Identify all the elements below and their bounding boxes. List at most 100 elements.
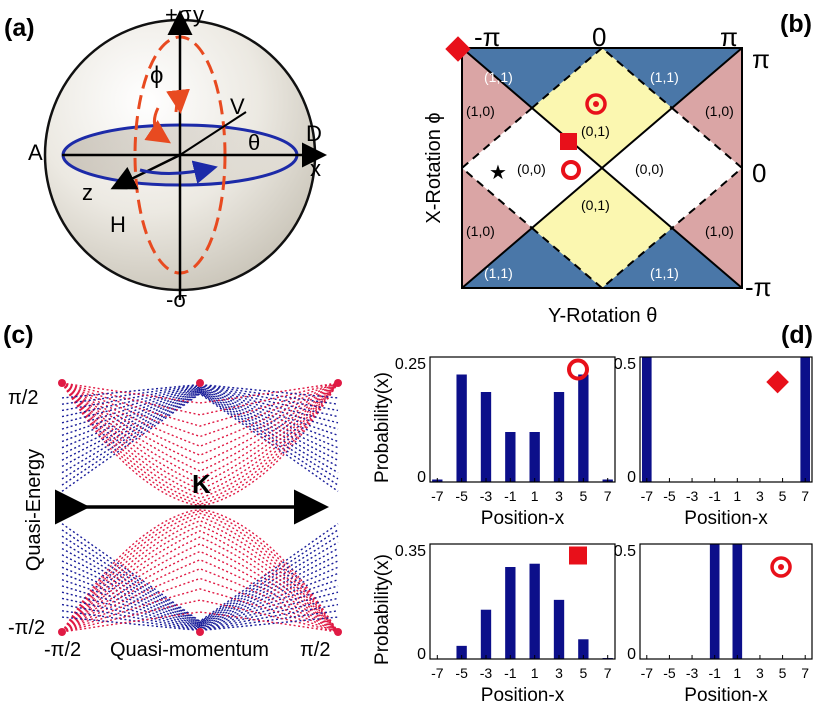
x-tick-label: 3 [555, 488, 563, 504]
right-tick-zero: 0 [752, 158, 766, 188]
band-curve [61, 386, 339, 430]
x-tick-label: -1 [504, 665, 517, 681]
gap-label: K [192, 469, 211, 499]
band-endpoint [334, 379, 342, 387]
band-curve [61, 392, 339, 486]
band-curve [61, 382, 339, 404]
minus-sigma-label: -σ [166, 287, 187, 312]
band-ylabel: Quasi-Energy [23, 449, 45, 571]
x-tick-label: 1 [733, 488, 741, 504]
label-c11-bl: (1,1) [484, 265, 513, 281]
band-curve [61, 566, 339, 627]
open-circle-marker [561, 160, 581, 180]
label-c01-top: (0,1) [581, 123, 610, 139]
band-xlabel: Quasi-momentum [110, 639, 269, 661]
right-tick-pi: π [752, 44, 770, 74]
x-tick-label: -7 [431, 665, 444, 681]
chart-xlabel: Position-x [684, 508, 768, 529]
d-state-label: D [306, 121, 322, 146]
v-axis [179, 111, 247, 156]
phi-angle-label: ϕ [150, 62, 163, 89]
bar [529, 563, 540, 659]
x-tick-label: 3 [756, 665, 764, 681]
x-tick-label: -7 [641, 665, 654, 681]
band-curve [61, 529, 339, 623]
band-curve [61, 383, 339, 399]
band-curve [61, 382, 339, 465]
bar [505, 567, 516, 659]
z-axis-label: z [82, 180, 93, 205]
band-curve [61, 382, 339, 479]
band-curve [61, 389, 339, 461]
chart-marker-square [569, 546, 587, 565]
band-curve [61, 585, 339, 629]
band-curve [61, 610, 339, 631]
x-tick-label: 7 [604, 488, 612, 504]
bar [732, 544, 743, 659]
top-tick-minus-pi: -π [474, 22, 501, 52]
y-tick-label: 0 [627, 646, 636, 663]
label-c00-left: (0,0) [517, 161, 546, 177]
band-curve [61, 524, 339, 633]
label-c10-tl: (1,0) [466, 103, 495, 119]
label-c11-tr: (1,1) [650, 69, 679, 85]
band-curve [61, 390, 339, 468]
band-curve [61, 382, 339, 472]
band-curve [61, 554, 339, 626]
x-tick-label: 7 [801, 665, 809, 681]
band-endpoint [196, 379, 204, 387]
band-curve [61, 382, 339, 500]
x-tick-label: -5 [663, 665, 676, 681]
band-curve [61, 560, 339, 626]
x-tick-label: -7 [641, 488, 654, 504]
chart-ylabel: Probability(x) [372, 372, 393, 483]
chart-xlabel: Position-x [684, 685, 768, 706]
bar [505, 432, 516, 482]
x-tick-label: 7 [604, 665, 612, 681]
label-c10-br: (1,0) [705, 223, 734, 239]
top-tick-pi: π [720, 22, 738, 52]
x-tick-label: 5 [779, 665, 787, 681]
v-state-label: V [230, 94, 245, 119]
bar [480, 392, 492, 482]
phi-arc-arrow [166, 88, 190, 114]
plus-sigma-label: +σ [165, 2, 192, 27]
x-tick-label: 1 [531, 488, 539, 504]
x-tick-label: -1 [708, 665, 721, 681]
x-tick-label: -3 [480, 665, 493, 681]
x-tick-label: -3 [480, 488, 493, 504]
x-tick-label: 3 [555, 665, 563, 681]
band-curve [61, 616, 339, 632]
x-tick-label: -1 [708, 488, 721, 504]
bar [553, 599, 565, 659]
bar [578, 639, 589, 659]
band-curve [61, 536, 339, 633]
band-curve [61, 382, 339, 485]
band-curve [61, 559, 339, 633]
bar [578, 374, 589, 482]
band-endpoint [334, 628, 342, 636]
label-c00-right: (0,0) [635, 161, 664, 177]
bar [553, 392, 565, 482]
panel-label-c: (c) [3, 321, 34, 349]
chart-marker-open-circle [567, 358, 589, 381]
bullseye-marker [585, 93, 607, 115]
band-ytick-top: π/2 [8, 387, 38, 409]
panel-label-d: (d) [781, 321, 813, 349]
label-c11-br: (1,1) [650, 265, 679, 281]
bar [456, 374, 467, 482]
band-endpoint [58, 628, 66, 636]
band-curve [61, 588, 339, 633]
right-tick-minus-pi: -π [745, 272, 772, 302]
band-curve [61, 391, 339, 474]
band-curve [61, 541, 339, 624]
square-marker [560, 133, 577, 150]
chart-marker-bullseye [770, 556, 792, 578]
bar [480, 609, 492, 659]
theta-arc-arrow [139, 160, 218, 184]
chart-frame [429, 356, 616, 483]
